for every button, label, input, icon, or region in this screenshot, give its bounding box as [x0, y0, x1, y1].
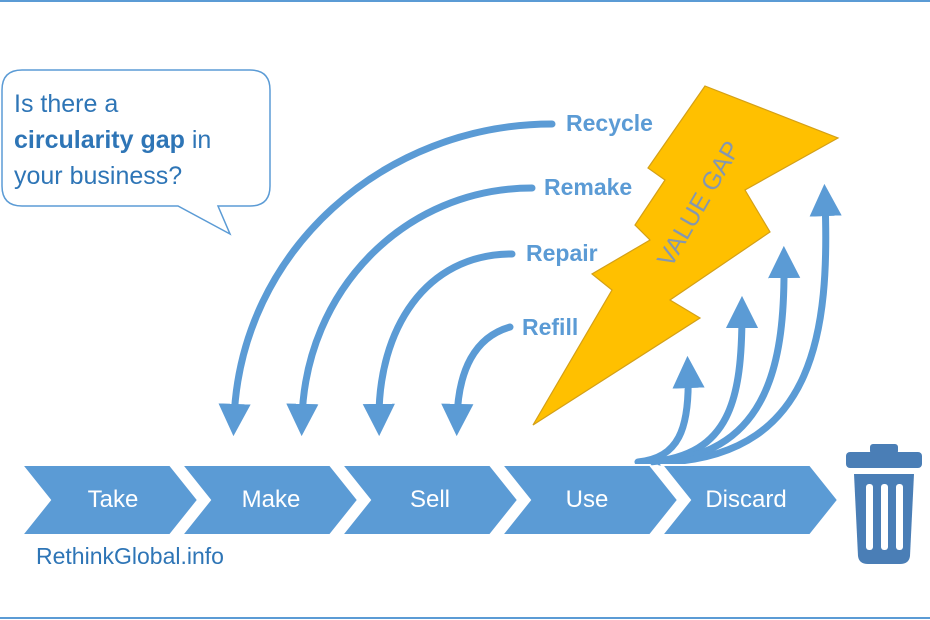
recycle-loop-arrow — [218, 120, 556, 437]
speech-bubble — [1, 69, 271, 236]
bottom-border-line — [0, 617, 930, 619]
remake-label: Remake — [544, 174, 633, 200]
bubble-line-2-rest: in — [184, 126, 212, 154]
bubble-emphasis: circularity gap — [14, 126, 185, 154]
footer-site-text: RethinkGlobal.info — [36, 543, 224, 569]
speech-bubble-text: Is there a circularity gap in your busin… — [14, 86, 264, 194]
lightning-bolt — [532, 85, 840, 426]
discard-label: Discard — [705, 486, 787, 513]
repair-loop-arrow — [362, 250, 516, 437]
value-arrow-4 — [666, 183, 842, 466]
make-chevron — [179, 464, 360, 536]
bubble-line-2: circularity gap in — [14, 122, 264, 158]
bubble-line-1: Is there a — [14, 90, 119, 118]
sell-chevron — [339, 464, 520, 536]
bubble-line-3: your business? — [14, 162, 183, 190]
use-label: Use — [565, 486, 609, 513]
take-chevron — [19, 464, 200, 536]
repair-label: Repair — [526, 240, 598, 266]
remake-loop-arrow — [286, 184, 536, 437]
sell-label: Sell — [409, 486, 451, 513]
take-label: Take — [87, 486, 139, 513]
discard-chevron — [659, 464, 840, 536]
make-label: Make — [241, 486, 301, 513]
value-arrow-3 — [656, 245, 801, 466]
refill-loop-arrow — [441, 323, 514, 437]
refill-label: Refill — [522, 314, 579, 340]
recycle-label: Recycle — [566, 110, 653, 136]
value-arrow-1 — [634, 355, 705, 466]
use-chevron — [499, 464, 680, 536]
top-border-line — [0, 0, 930, 2]
trash-bin-icon — [846, 444, 922, 564]
